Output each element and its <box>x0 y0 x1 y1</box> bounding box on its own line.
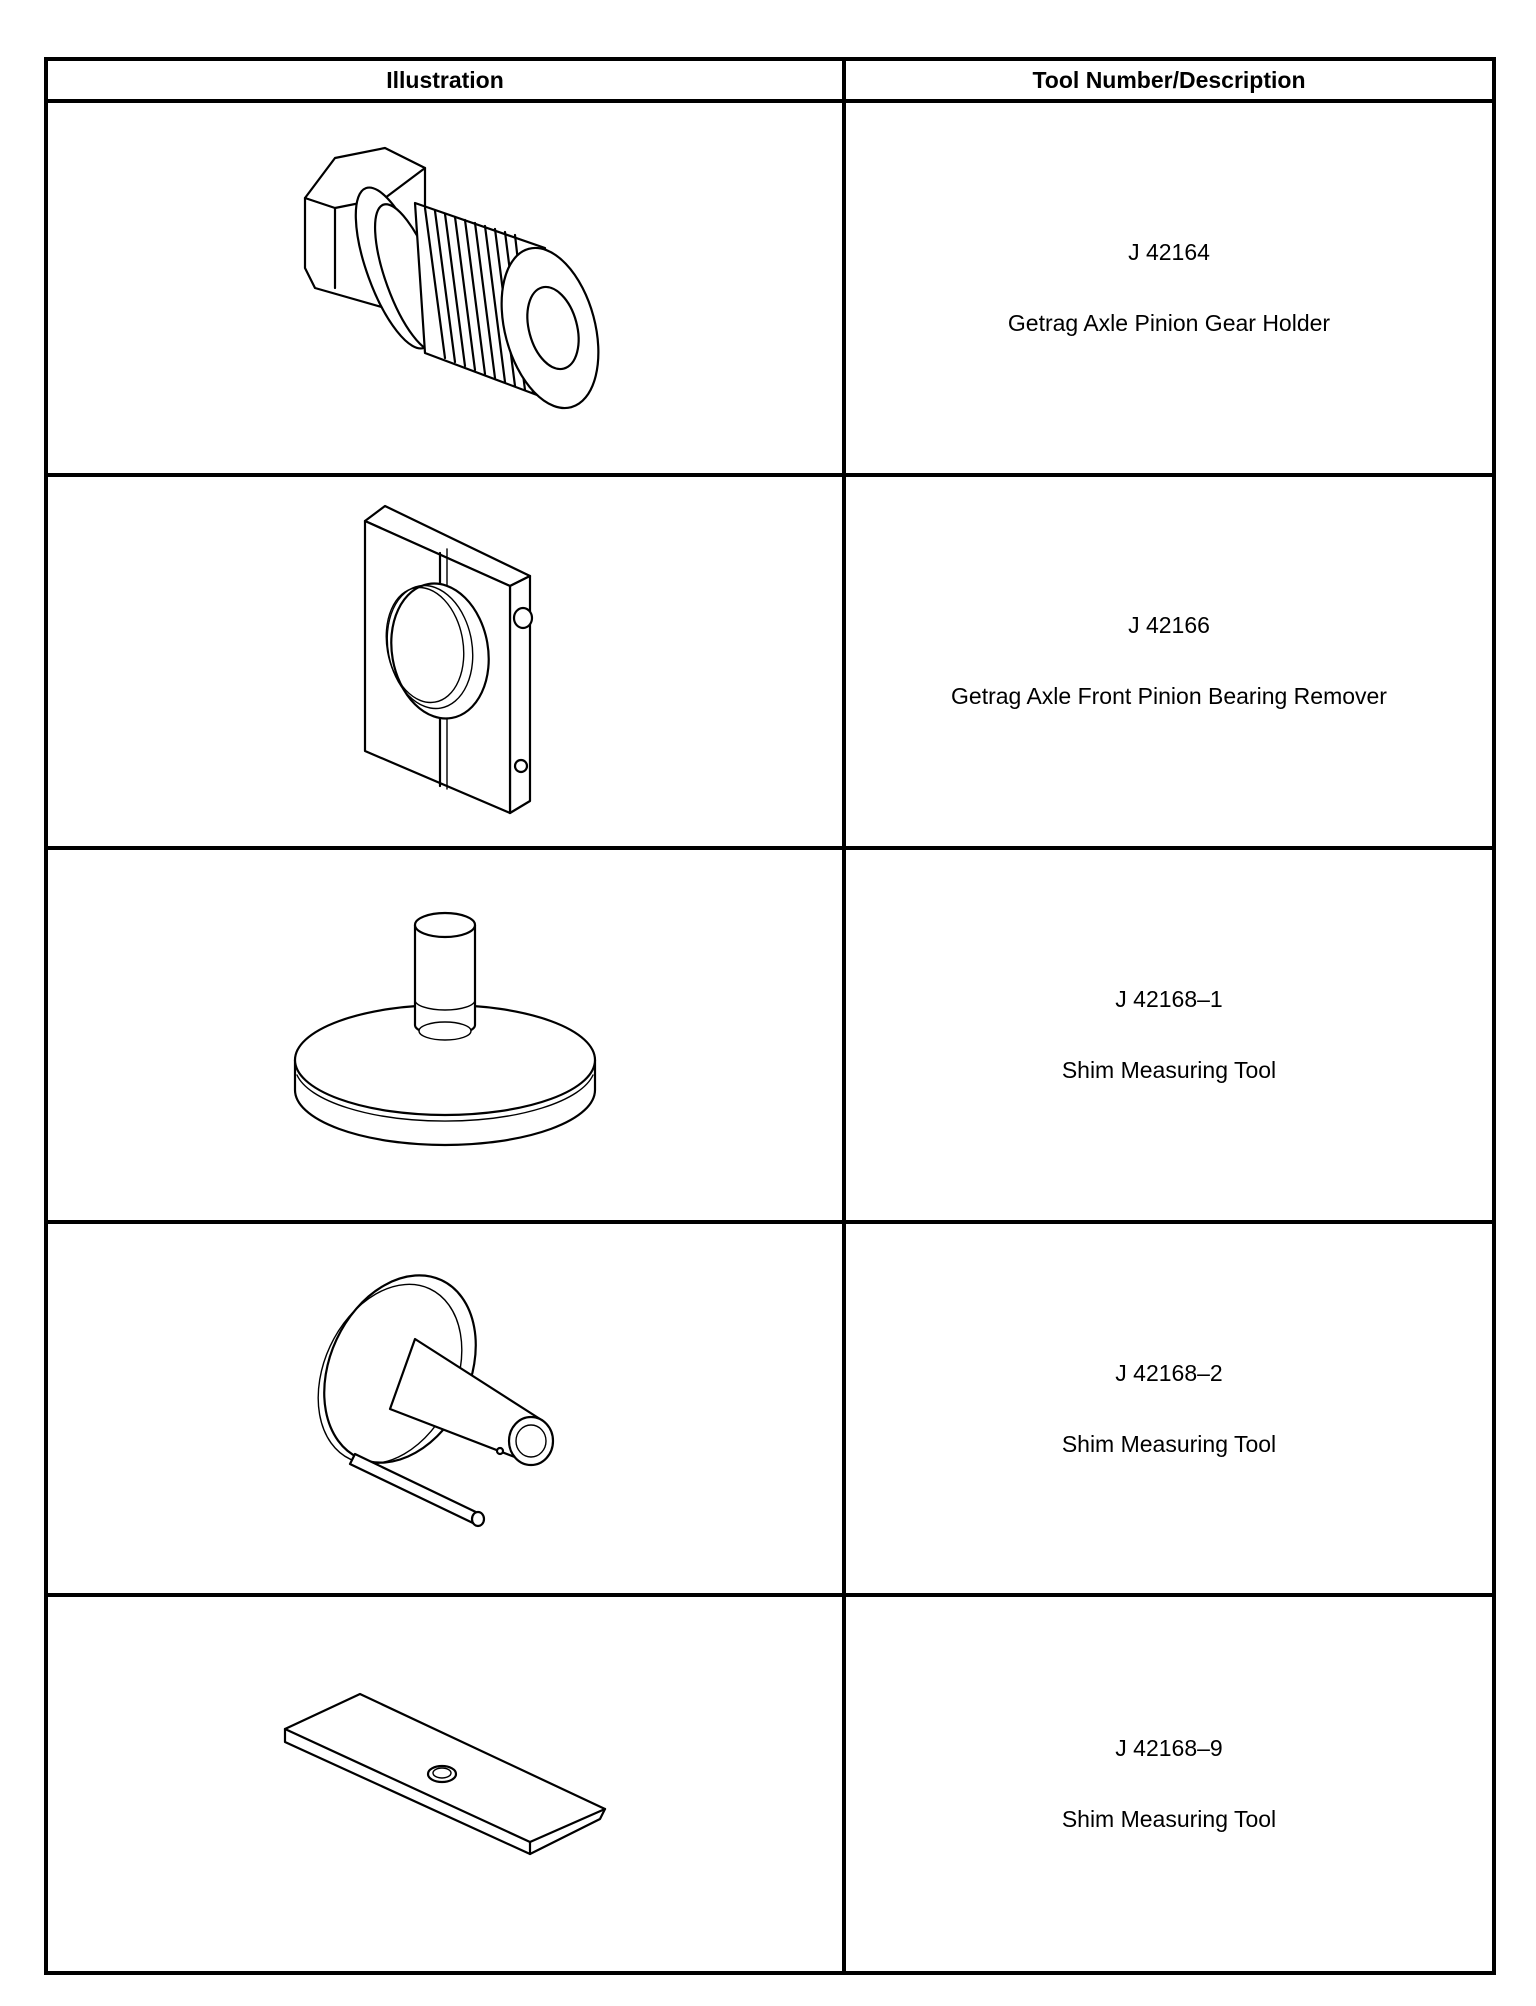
tool-table: Illustration Tool Number/Description <box>44 57 1496 1975</box>
tool-description: Shim Measuring Tool <box>1061 1430 1277 1457</box>
header-tool-description: Tool Number/Description <box>846 61 1492 103</box>
tool-description-cell: J 42168–1 Shim Measuring Tool <box>846 850 1492 1224</box>
tool-number: J 42168–1 <box>1115 985 1223 1012</box>
header-illustration: Illustration <box>48 61 846 103</box>
illustration-cell <box>48 103 846 477</box>
tool-description: Getrag Axle Front Pinion Bearing Remover <box>951 683 1387 710</box>
illustration-cell <box>48 850 846 1224</box>
tool-description: Getrag Axle Pinion Gear Holder <box>1007 309 1331 336</box>
illustration-cell <box>48 1597 846 1971</box>
shim-measuring-shaft-icon <box>317 1273 555 1527</box>
pinion-gear-holder-icon <box>303 146 600 409</box>
tool-number: J 42166 <box>1128 612 1210 639</box>
shim-measuring-plate-icon <box>283 1693 607 1856</box>
illustration-cell <box>48 476 846 851</box>
tool-number: J 42168–9 <box>1115 1735 1223 1762</box>
bearing-remover-icon <box>363 505 534 815</box>
tool-description-cell: J 42168–9 Shim Measuring Tool <box>846 1597 1492 1971</box>
tool-description-cell: J 42168–2 Shim Measuring Tool <box>846 1224 1492 1598</box>
tool-description-cell: J 42166 Getrag Axle Front Pinion Bearing… <box>846 477 1492 851</box>
tool-number: J 42168–2 <box>1115 1359 1223 1386</box>
illustration-cell <box>48 1223 846 1598</box>
tool-description-cell: J 42164 Getrag Axle Pinion Gear Holder <box>846 103 1492 477</box>
tool-description: Shim Measuring Tool <box>1061 1056 1277 1083</box>
tool-description: Shim Measuring Tool <box>1061 1806 1277 1833</box>
shim-measuring-disc-icon <box>293 911 597 1147</box>
tool-number: J 42164 <box>1128 238 1210 265</box>
